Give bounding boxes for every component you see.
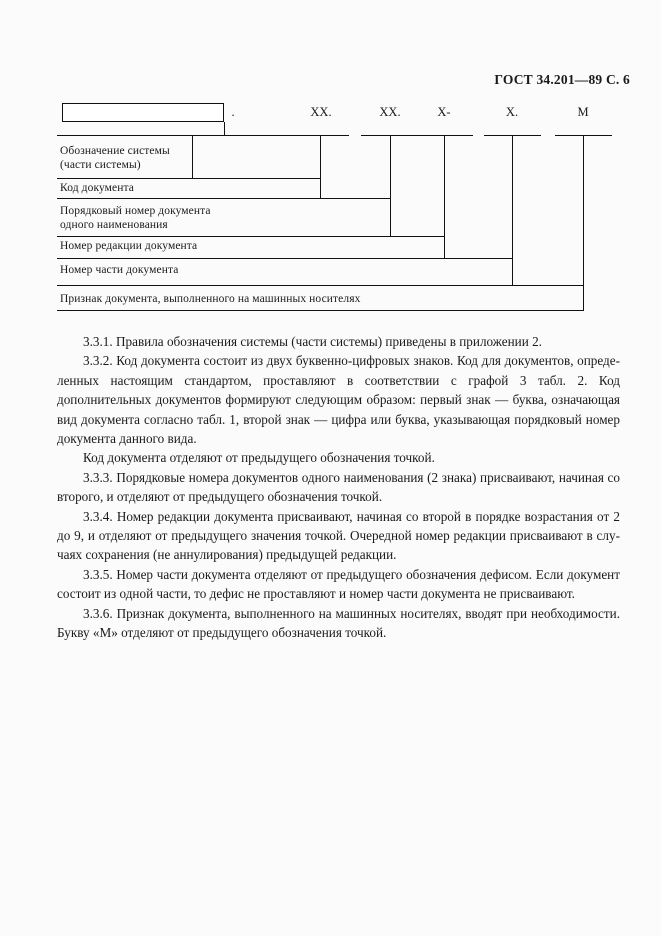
label-rule-system-designation [57, 135, 292, 136]
vline-system-designation [192, 135, 193, 178]
label-sequence-number: Порядковый номер документа одного наимен… [60, 204, 211, 232]
label-rule-revision-number [57, 236, 445, 237]
paragraph-3-3-1: 3.3.1. Правила обозначения системы (част… [83, 334, 542, 349]
label-document-code: Код документа [60, 182, 134, 194]
paragraph-3-3-3: 3.3.3. Порядковые номера документов одно… [57, 469, 620, 505]
system-designation-box [62, 103, 224, 122]
vline-machine-media [583, 135, 584, 310]
label-sequence-number-line1: Порядковый номер документа [60, 205, 211, 217]
vline-box-to-rule [224, 122, 225, 135]
label-rule-machine-media-bottom [57, 310, 584, 311]
machine-media-symbol: M [577, 105, 589, 119]
label-sequence-number-line2: одного наименования [60, 219, 168, 231]
label-rule-document-code [57, 178, 320, 179]
label-part-number: Номер части документа [60, 264, 179, 276]
label-rule-part-number [57, 258, 513, 259]
label-rule-machine-media-top [57, 285, 584, 286]
vline-document-code [320, 135, 321, 198]
label-rule-sequence-number-top [57, 198, 390, 199]
document-code-symbol: XX. [310, 105, 332, 119]
label-system-designation-line2: (части системы) [60, 159, 141, 171]
label-revision-number: Номер редакции документа [60, 240, 198, 252]
vline-sequence-number [390, 135, 391, 236]
dot-separator-1-symbol: . [231, 105, 235, 119]
vline-revision-number [444, 135, 445, 258]
vline-part-number [512, 135, 513, 285]
paragraph-3-3-5: 3.3.5. Номер части документа отделяют от… [57, 566, 620, 602]
part-number-symbol: X. [505, 105, 519, 119]
sequence-number-symbol: XX. [379, 105, 401, 119]
body-text-block: 3.3.1. Правила обозначения системы (част… [57, 332, 620, 643]
paragraph-document-code-separator: Код документа отделяют от предыдущего об… [83, 450, 435, 466]
label-machine-media: Признак документа, выполненного на машин… [60, 293, 361, 305]
label-system-designation-line1: Обозначение системы [60, 145, 170, 157]
designation-structure-diagram: . XX. XX. X- X. M Обозначение системы ( [0, 0, 661, 330]
paragraph-3-3-2: 3.3.2. Код документа состоит из двух бук… [57, 353, 620, 447]
revision-number-symbol: X- [437, 105, 451, 119]
paragraph-3-3-6: 3.3.6. Признак документа, выполненного н… [57, 605, 620, 641]
paragraph-3-3-4: 3.3.4. Номер редакции документа присваив… [57, 508, 620, 563]
page-header-standard-reference: ГОСТ 34.201—89 С. 6 [494, 72, 630, 87]
label-system-designation: Обозначение системы (части системы) [60, 144, 170, 172]
